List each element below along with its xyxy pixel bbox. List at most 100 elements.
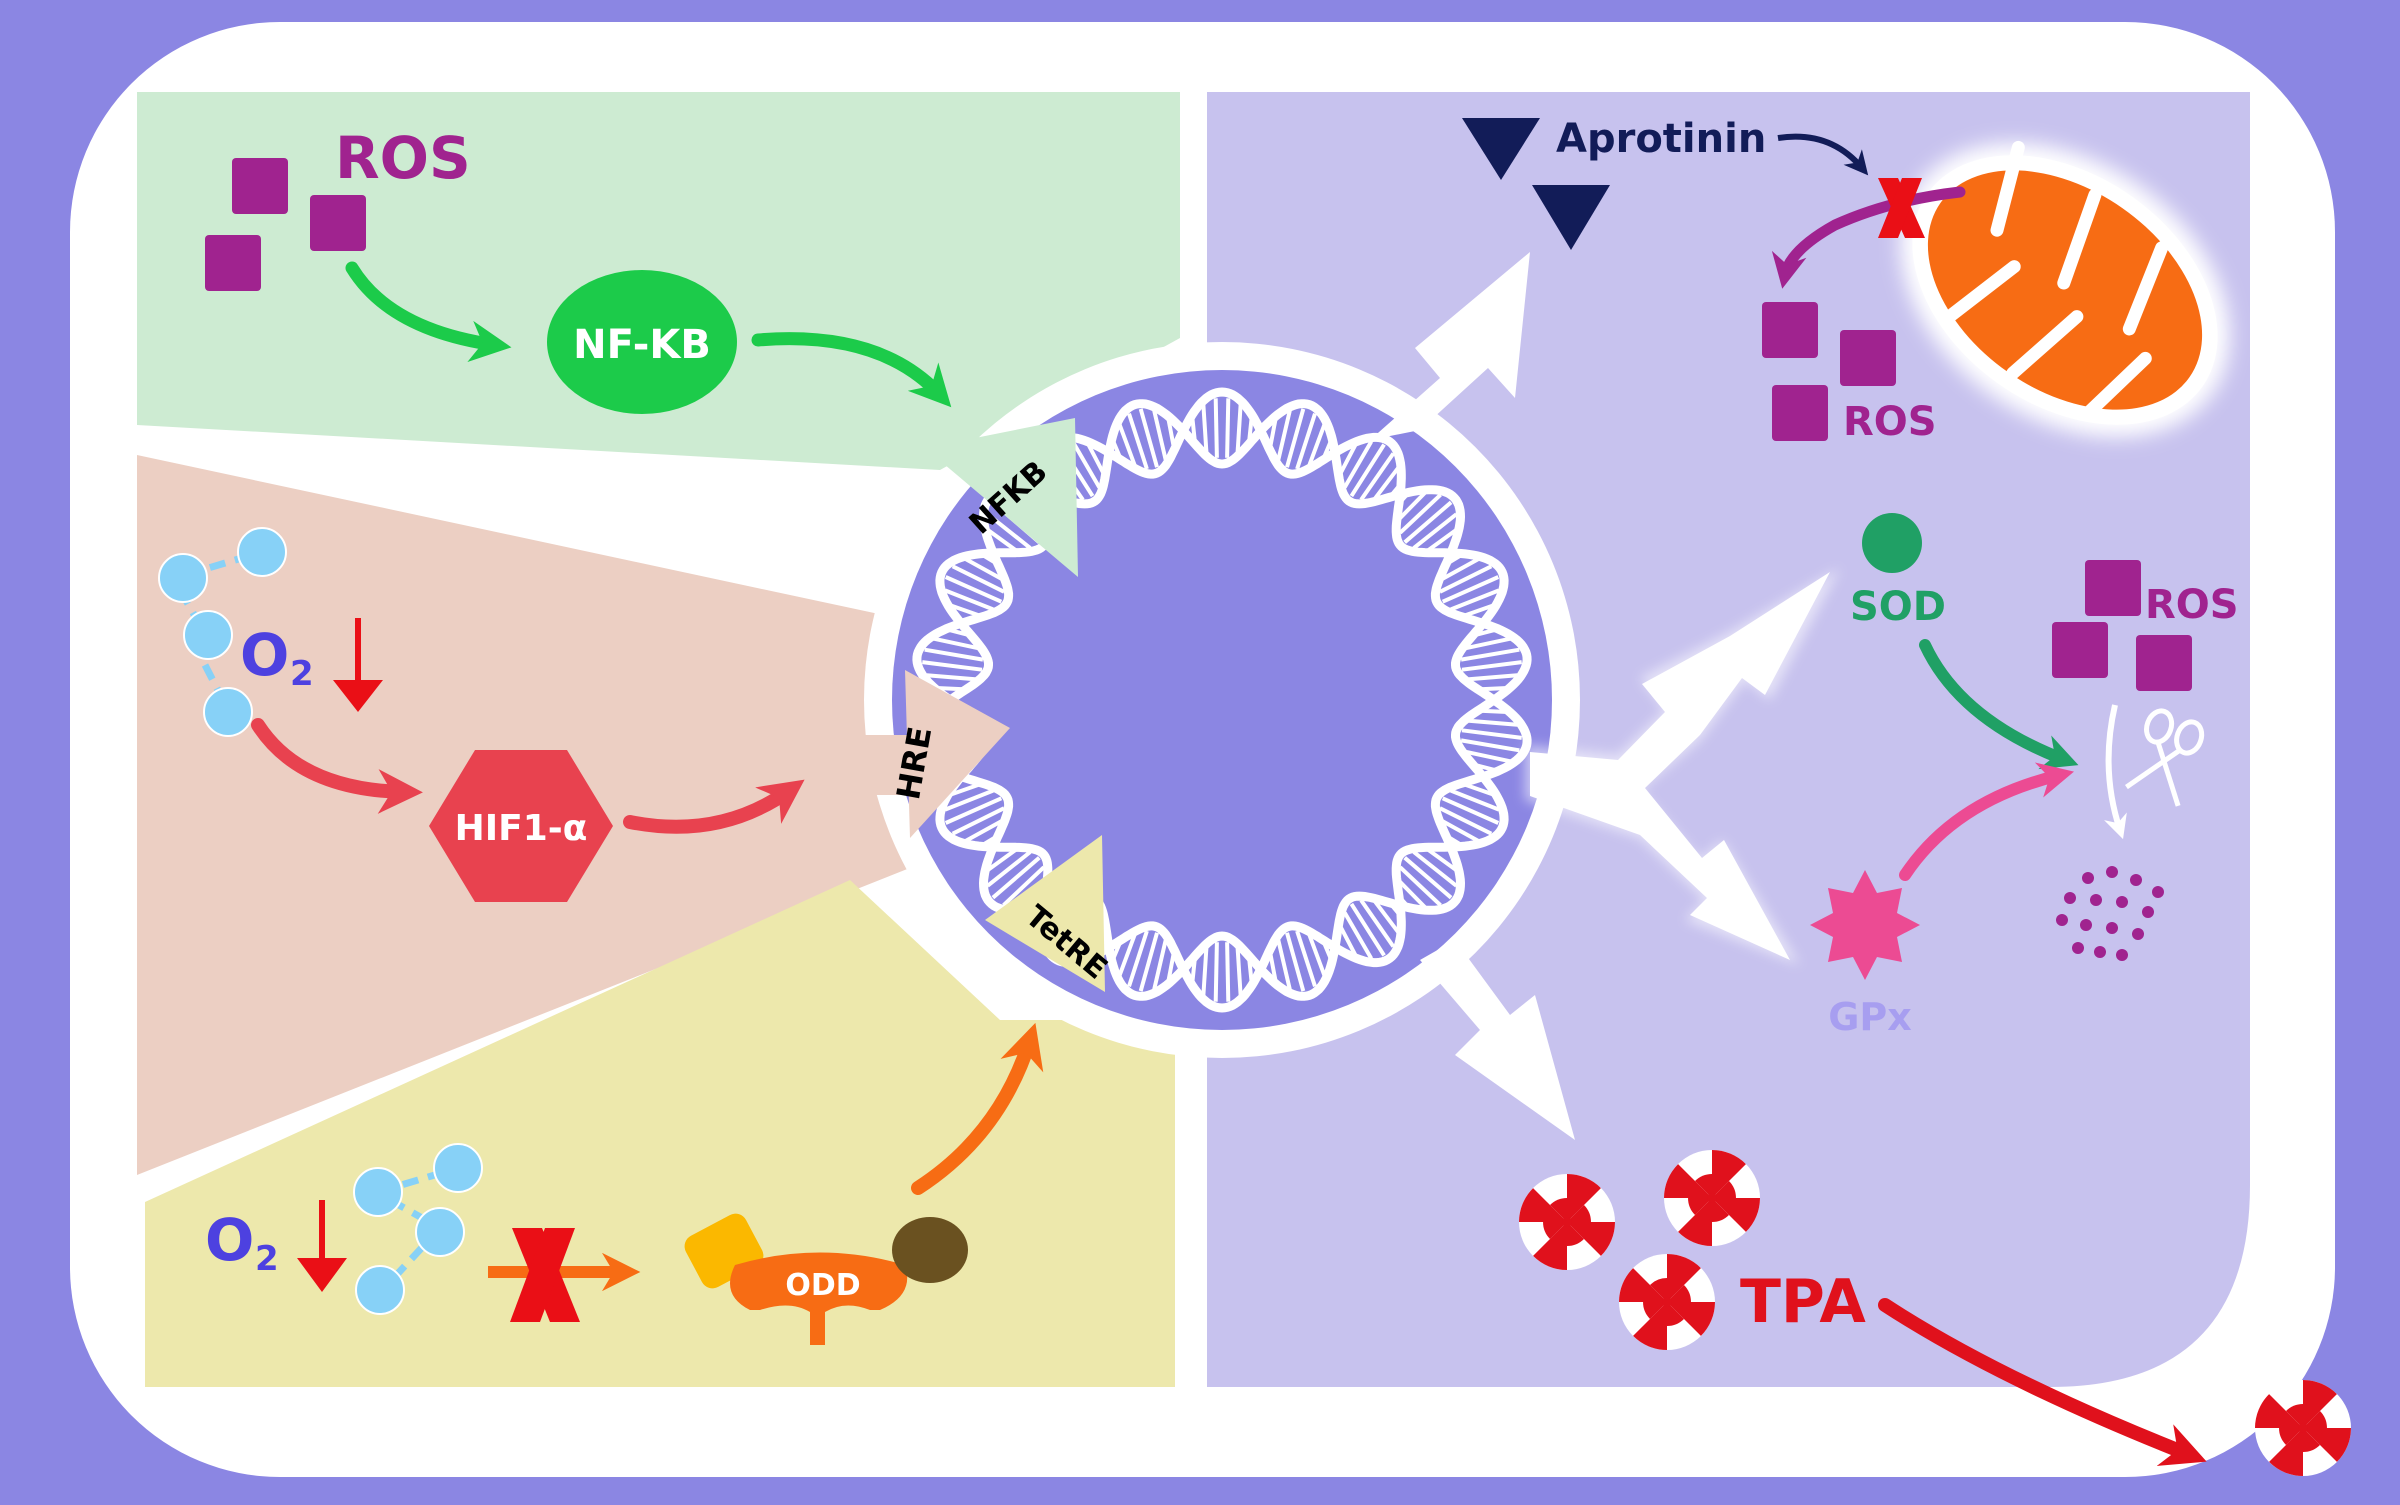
dna-base-pair [1372,466,1401,501]
dna-base-pair [986,850,1032,888]
dna-base-pair [1285,932,1306,992]
dna-base-pair [1213,398,1219,458]
dna-base-pair [1086,442,1106,475]
dna-base-pair [1002,865,1046,907]
aprotinin-triangle-icon [1532,185,1610,250]
dna-base-pair [1465,749,1511,764]
dna-base-pair [944,788,994,812]
dna-base-pair [947,627,970,638]
hif-label: HIF1-α [455,808,588,849]
dna-base-pair [1268,417,1278,448]
low-oxygen-arrowhead [333,680,383,712]
tpa-swirl-icon [1619,1254,1715,1350]
dna-base-pair [926,673,976,682]
ros-label-top: ROS [335,124,471,192]
dna-base-pair [1446,834,1464,848]
arrow-odd-to-tetre [911,1022,1044,1195]
dna-base-pair [1166,952,1176,983]
dna-base-pair [1117,423,1137,467]
dna-base-pair [1359,452,1395,501]
dna-base-pair [1349,902,1386,957]
ros-label-sod: ROS [2145,582,2239,628]
dna-base-pair [1441,819,1480,843]
dna-base-pair [1295,412,1317,470]
ros-square-icon [1840,330,1896,386]
arrow-to-aprotinin [1370,252,1530,440]
dna-base-pair [1349,443,1386,498]
mitochondrion-icon [1900,140,2230,438]
dna-base-pair [1474,627,1497,638]
dna-base-pair [1426,527,1458,553]
tpa-swirl-icon-secreted [2255,1380,2351,1476]
dna-base-pair [1398,865,1442,907]
dna-base-pair [1190,957,1197,984]
dna-base-pair [1450,788,1500,812]
aprotinin-triangle-icon [1462,118,1540,180]
dna-base-pair [1398,491,1410,504]
dna-base-pair [1110,940,1123,961]
gpx-label: GPx [1828,995,1912,1039]
inhibit-x-icon [1878,178,1925,238]
dna-base-pair [1461,728,1522,740]
gpx-enzyme [1810,870,1920,980]
dna-base-pair [1235,404,1243,453]
arrow-to-tpa [1420,940,1575,1140]
hif-protein [429,750,613,902]
dna-base-pair [1480,686,1508,692]
dna-base-pair [936,686,964,692]
dna-base-pair [1201,404,1209,453]
dna-base-pair [1276,939,1292,990]
dna-base-pair [991,856,1041,900]
dna-base-pair [1338,442,1358,475]
dna-base-pair [1342,911,1374,960]
sod-enzyme [1862,513,1922,573]
dna-base-pair [1127,412,1149,470]
dna-base-pair [1463,782,1495,797]
arrow-mito-to-ros [1771,186,1966,289]
o2-label-left: O [240,621,289,689]
tpa-swirl-icon [1519,1174,1615,1270]
dna-base-pair [1450,588,1500,612]
aprotinin-label: Aprotinin [1556,116,1766,162]
dna-base-pair [986,847,1018,873]
oxygen-atoms-left [158,527,287,737]
dna-base-pair [1138,408,1159,468]
scissors-icon [2124,708,2205,807]
dna-base-pair [1138,932,1159,992]
dna-base-pair [1398,896,1410,909]
dna-base-pair [1152,410,1168,461]
dna-base-pair [1460,647,1520,662]
dna-base-pair [924,647,984,662]
hre-stem [810,735,920,795]
dna-base-pair [1110,439,1123,460]
arrow-hif-to-hre [623,779,805,834]
tpa-swirl-icon [1664,1150,1760,1246]
dna-base-pair [1468,673,1518,682]
dna-base-pair [1412,512,1458,550]
cleavage-arrow [2104,704,2127,840]
sod-label: SOD [1850,584,1946,630]
dna-base-pair [1307,423,1327,467]
ros-cluster-sod [2052,560,2192,691]
o2-subscript-left: 2 [290,654,314,694]
dna-base-pair [1397,490,1428,521]
ros-square-icon [1762,302,1818,358]
dna-base-pair [1201,947,1209,996]
dna-base-pair [1461,660,1522,672]
dna-base-pair [1465,636,1511,651]
dna-base-pair [1439,806,1493,836]
arrow-ros-to-nfkb [345,261,512,363]
o2-label-bottom: O [205,1206,254,1274]
arrow-o2-to-hif [251,718,423,814]
dna-base-pair [986,512,1032,550]
dna-base-pair [1446,552,1464,566]
dna-base-pair [1474,762,1497,773]
dna-base-pair [944,575,1003,604]
dna-base-pair [1268,952,1278,983]
dna-base-pair [949,603,981,618]
dna-base-pair [944,796,1003,825]
dna-base-pair [944,588,994,612]
tpa-label: TPA [1740,1267,1866,1337]
o2-subscript-bottom: 2 [255,1239,279,1279]
